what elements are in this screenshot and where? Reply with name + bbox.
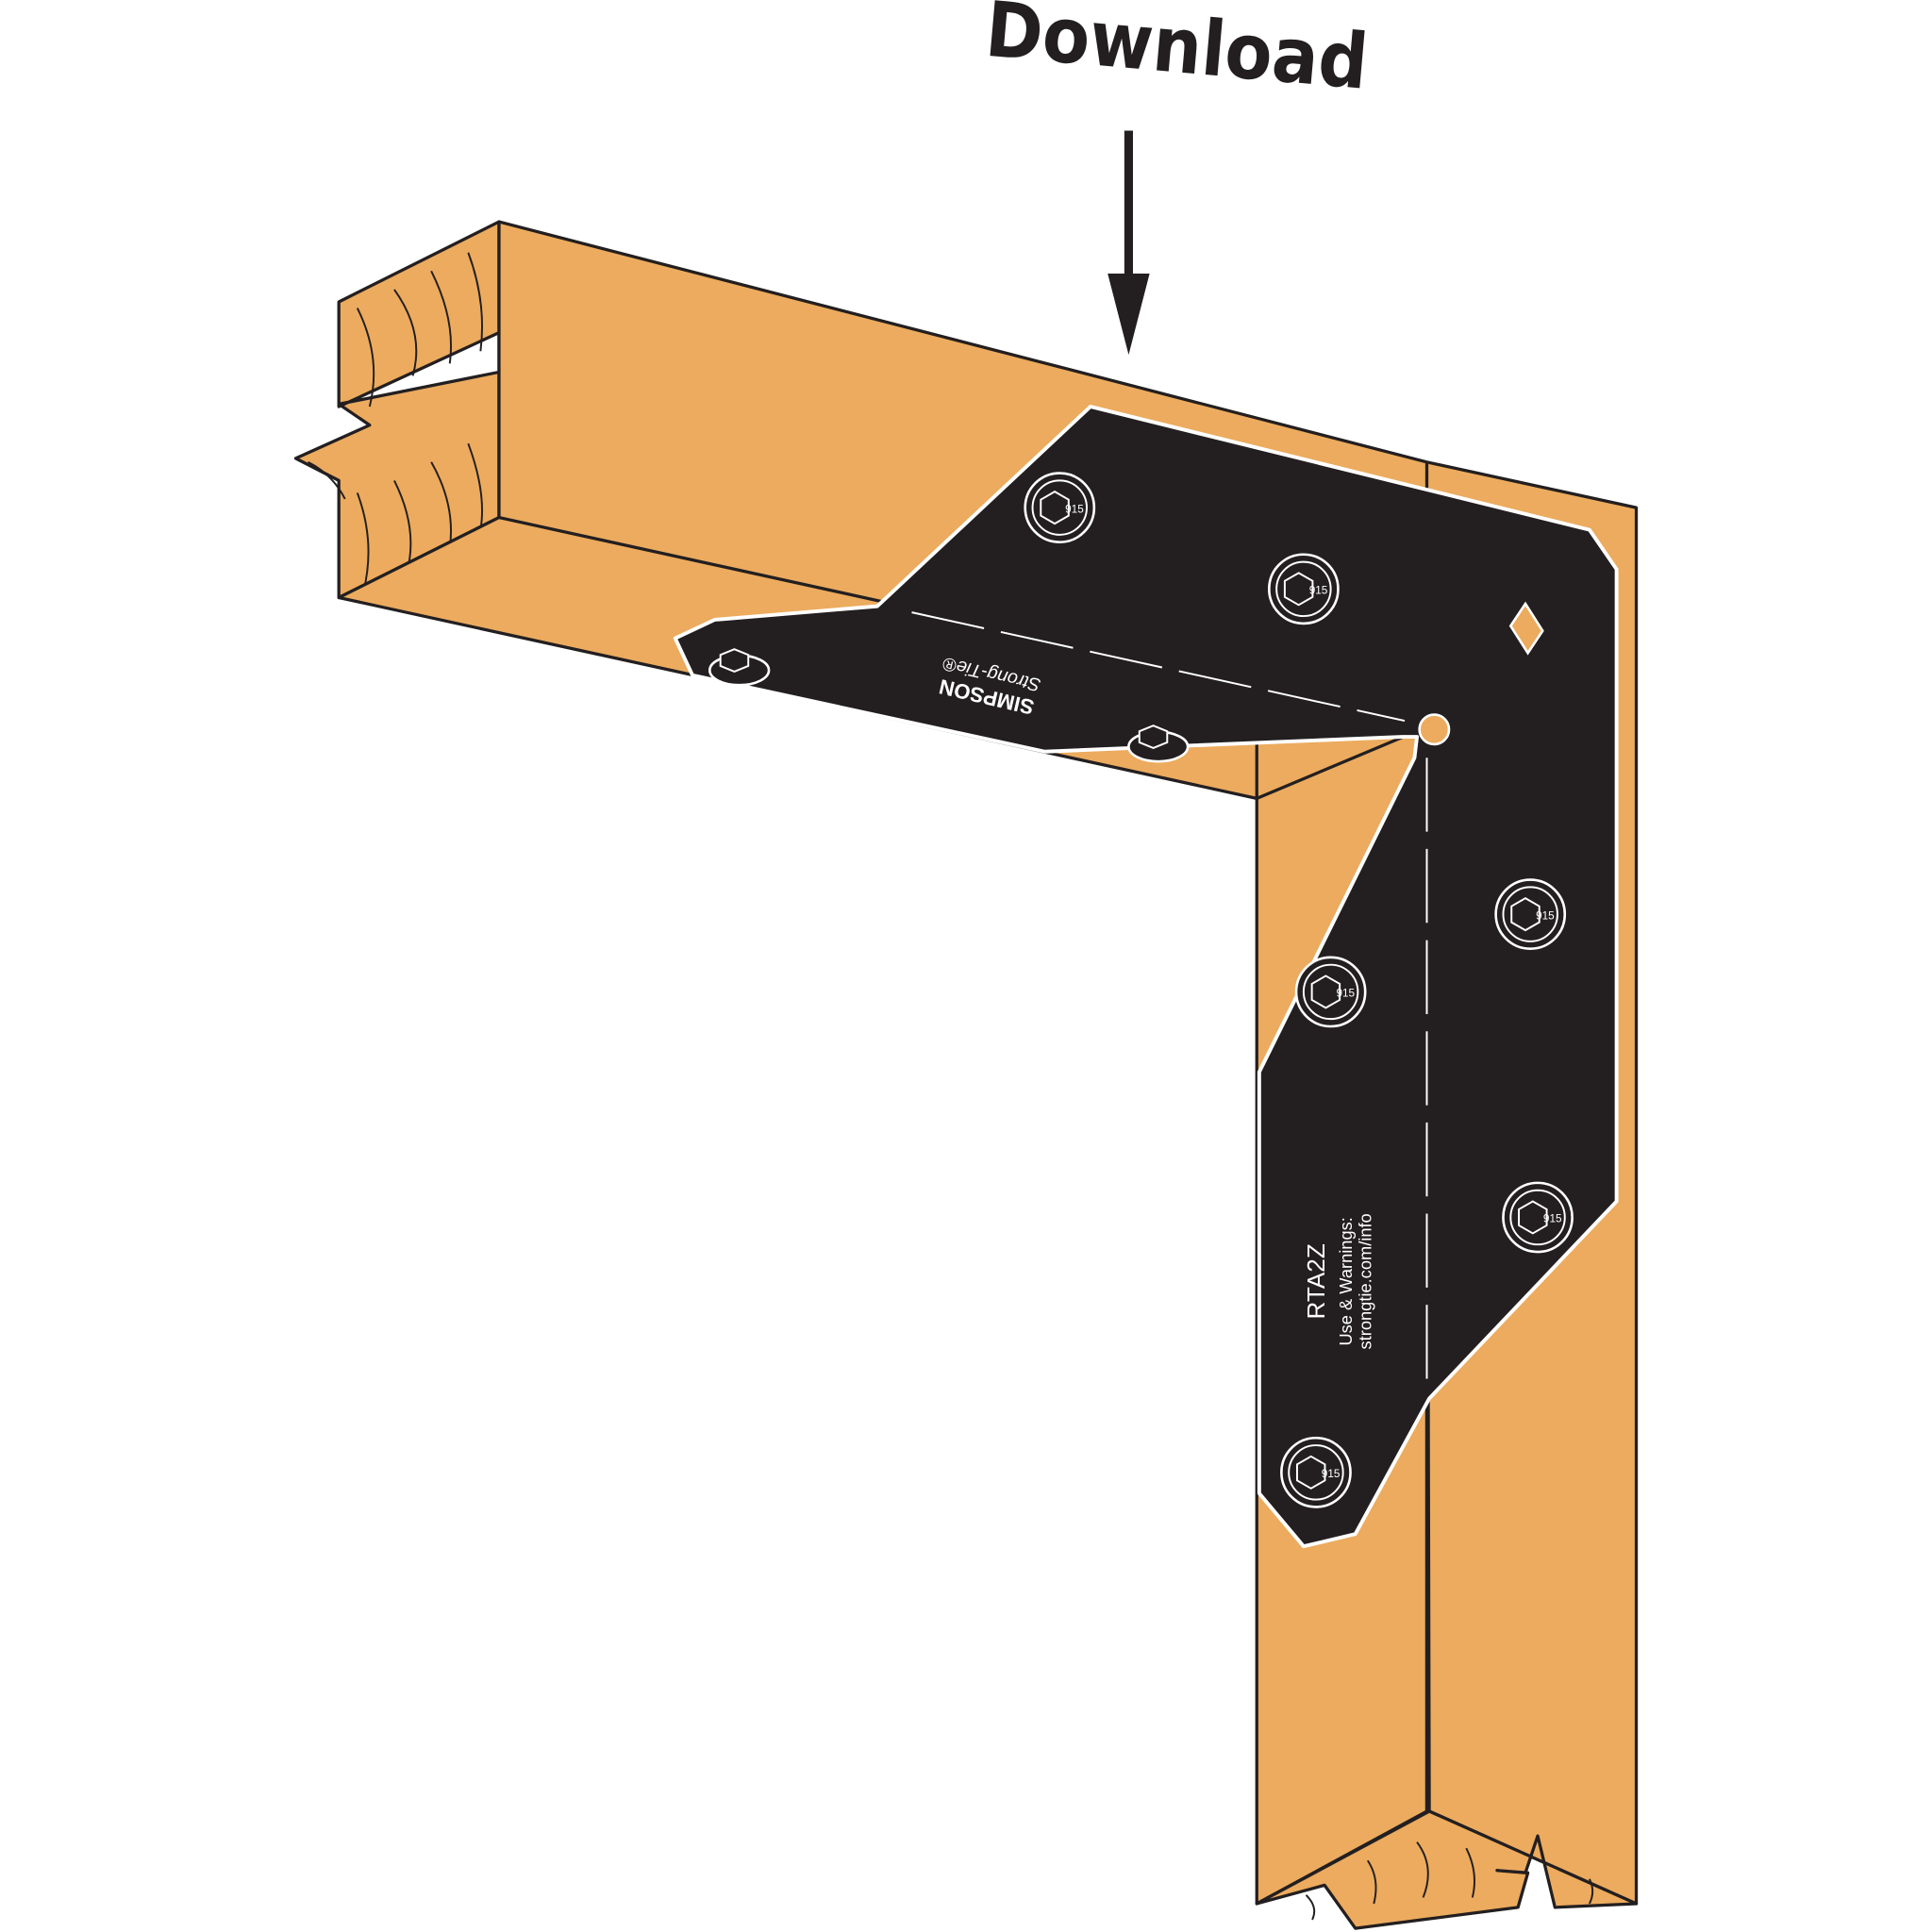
plate-warning-line1: Use & Warnings: [1336, 1217, 1356, 1345]
plate-warning-line2: strongtie.com/info [1356, 1213, 1375, 1349]
arrow-down-icon [1108, 130, 1150, 356]
screw-nut [708, 648, 771, 687]
screw-stamp: 915 [1543, 1213, 1562, 1225]
screw-stamp: 915 [1309, 585, 1328, 597]
diamond-hole [1508, 601, 1544, 656]
screw-nut [1127, 724, 1190, 763]
post-end-grain [1255, 1809, 1639, 1930]
plate-hole [1418, 713, 1451, 746]
screw-stamp: 915 [1536, 909, 1555, 922]
screw-stamp: 915 [1336, 988, 1355, 1000]
screw-stamp: 915 [1322, 1468, 1341, 1480]
screw-head: 915 [1502, 1181, 1574, 1254]
screw-head: 915 [1267, 553, 1340, 625]
screw-head: 915 [1024, 472, 1096, 543]
screw-head: 915 [1294, 956, 1367, 1028]
rta2z-angle-plate [673, 405, 1619, 1549]
plate-model: RTA2Z [1302, 1243, 1330, 1319]
screw-head: 915 [1494, 878, 1567, 951]
beam-end-grain [293, 220, 544, 600]
title-download: Download [982, 0, 1372, 108]
screw-stamp: 915 [1065, 503, 1084, 515]
screw-head: 915 [1280, 1436, 1352, 1508]
